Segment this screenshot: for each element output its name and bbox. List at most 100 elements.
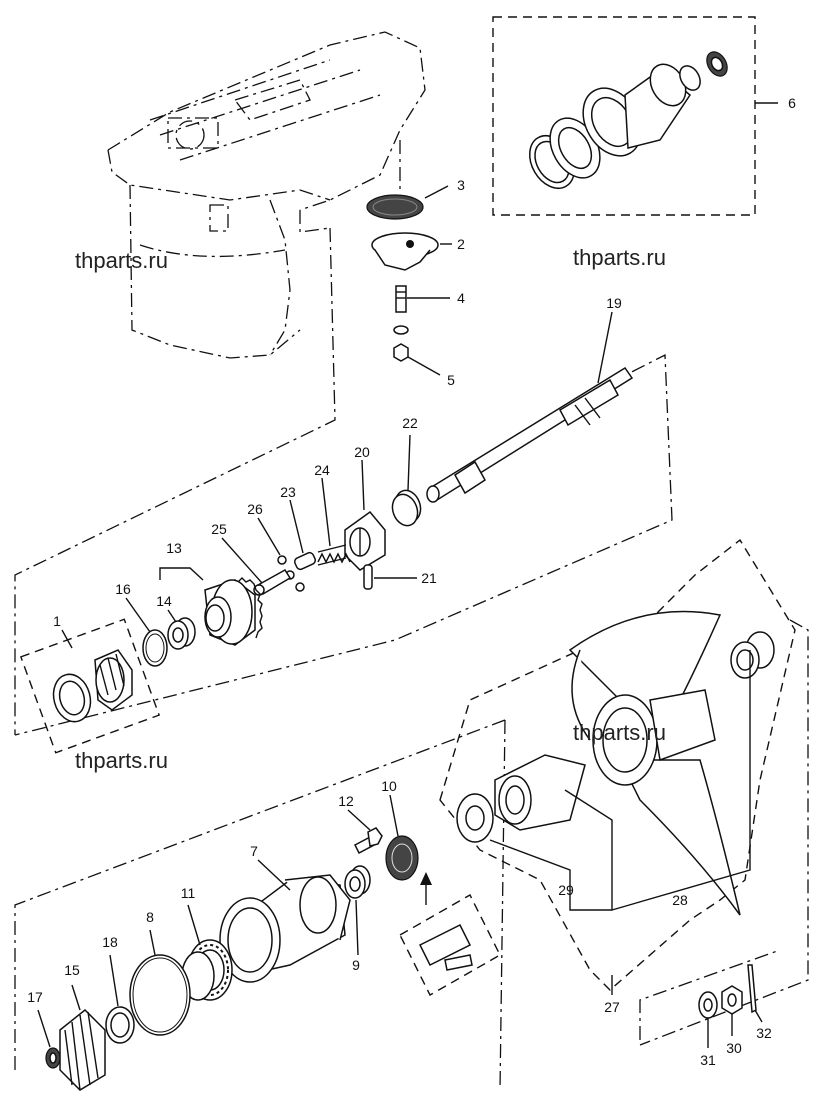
leader-16 [125, 597, 151, 633]
watermark-1: thparts.ru [75, 248, 168, 273]
part-8-o-ring [129, 954, 191, 1036]
part-16-shim [142, 629, 168, 667]
part-9-bushing [344, 865, 371, 899]
callout-16: 16 [115, 581, 131, 597]
callout-7: 7 [250, 843, 258, 859]
leader-15 [71, 984, 81, 1011]
part-4-stud [395, 285, 407, 313]
part-12-bolt [354, 827, 383, 855]
part-29-spacer-bush [456, 754, 586, 843]
leader-29 [489, 839, 612, 911]
callout-9: 9 [352, 957, 360, 973]
callout-1: 1 [53, 613, 61, 629]
part-20-clutch [344, 510, 386, 571]
leader-24 [321, 477, 331, 547]
shift-rod-inset [399, 872, 501, 996]
callout-18: 18 [102, 934, 118, 950]
leader-5 [407, 356, 441, 376]
leader-18 [109, 954, 119, 1007]
part-25-shift-rod [253, 568, 292, 596]
callout-19: 19 [606, 295, 622, 311]
leader-14 [167, 609, 177, 623]
part-6-bearing-housing-assembly [528, 51, 728, 189]
part-21-pin [363, 564, 373, 590]
callout-14: 14 [156, 593, 172, 609]
part-11-ball-bearing [181, 939, 233, 1001]
leader-9 [355, 899, 359, 956]
callout-25: 25 [211, 521, 227, 537]
callout-6: 6 [788, 95, 796, 111]
part-28-propeller [568, 610, 741, 916]
part-washer-spline [730, 631, 775, 679]
part-10-gear [385, 835, 419, 881]
callout-15: 15 [64, 962, 80, 978]
leader-32 [754, 1009, 763, 1023]
leader-22 [407, 434, 411, 491]
callout-2: 2 [457, 236, 465, 252]
callout-4: 4 [457, 290, 465, 306]
leader-17 [37, 1009, 51, 1048]
callout-29: 29 [558, 882, 574, 898]
callout-24: 24 [314, 462, 330, 478]
shim-inner [145, 633, 165, 663]
leader-1 [61, 629, 73, 649]
part-18-shim [105, 1006, 135, 1044]
callout-31: 31 [700, 1052, 716, 1068]
part-17-washer [45, 1047, 61, 1069]
washer [393, 325, 409, 335]
callout-8: 8 [146, 909, 154, 925]
part-15-pinion-gear [59, 1008, 106, 1091]
bearing-1-group-box [19, 618, 161, 754]
callout-10: 10 [381, 778, 397, 794]
propeller-group-outline [439, 538, 796, 991]
part-2-cover [371, 232, 439, 271]
callout-12: 12 [338, 793, 354, 809]
part-31-washer [698, 991, 718, 1019]
callout-30: 30 [726, 1040, 742, 1056]
callout-27: 27 [604, 999, 620, 1015]
part-19-propeller-shaft [426, 366, 634, 503]
callout-3: 3 [457, 177, 465, 193]
part-14-bearing [167, 617, 196, 650]
leader-20 [361, 459, 365, 511]
callout-23: 23 [280, 484, 296, 500]
gear-case-housing [107, 31, 426, 359]
watermark-2: thparts.ru [573, 245, 666, 270]
leader-11 [187, 904, 201, 946]
leader-7 [257, 859, 291, 891]
part-30-nut [721, 985, 743, 1015]
part-32-cotter-pin [747, 964, 757, 1014]
leader-19 [597, 311, 613, 384]
callout-20: 20 [354, 444, 370, 460]
leader-3 [424, 185, 449, 199]
part-22-ring [391, 489, 422, 527]
part-1-taper-bearing [52, 649, 133, 723]
part-5-nut [393, 343, 409, 362]
leader-8 [149, 929, 156, 956]
callout-17: 17 [27, 989, 43, 1005]
callout-26: 26 [247, 501, 263, 517]
leader-23 [289, 499, 304, 554]
callout-5: 5 [447, 372, 455, 388]
part-3-strainer [366, 194, 424, 220]
callout-22: 22 [402, 415, 418, 431]
leader-13 [159, 567, 204, 581]
part-7-bearing-housing [219, 874, 351, 983]
callout-11: 11 [181, 885, 196, 901]
callout-28: 28 [672, 892, 688, 908]
watermark-4: thparts.ru [573, 720, 666, 745]
callout-13: 13 [166, 540, 182, 556]
leader-26 [257, 517, 281, 556]
part-24-spring [317, 544, 351, 566]
part-23-plunger [293, 551, 317, 571]
leader-25 [221, 537, 263, 584]
part-13-reverse-gear [204, 577, 263, 646]
bearing-housing-group-box [492, 16, 756, 216]
callout-32: 32 [756, 1025, 772, 1041]
assembly-frame-lines [14, 140, 809, 1091]
leader-28 [564, 650, 751, 911]
leader-12 [347, 809, 371, 831]
watermark-3: thparts.ru [75, 748, 168, 773]
